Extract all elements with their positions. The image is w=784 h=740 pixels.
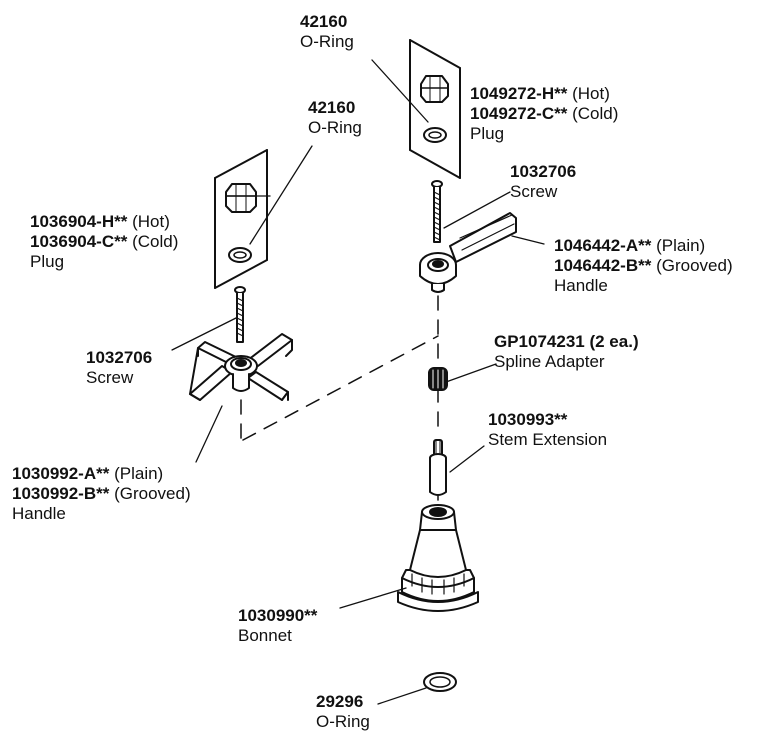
screw-left-icon [234, 286, 246, 343]
part-number: 1030990** [238, 606, 318, 625]
oring-top-icon [423, 127, 447, 143]
plug-left-icon [225, 183, 257, 213]
plug-panel-right [409, 39, 461, 179]
part-number-hot: 1036904-H** [30, 212, 128, 231]
part-description: Handle [554, 276, 608, 295]
part-number: 29296 [316, 692, 364, 711]
spline-adapter-icon [428, 367, 448, 391]
callout-handle-right: 1046442-A** (Plain) 1046442-B** (Grooved… [554, 236, 733, 296]
part-number-hot: 1049272-H** [470, 84, 568, 103]
bonnet-icon [397, 504, 479, 612]
plug-right-icon [420, 75, 449, 103]
callout-plug-right: 1049272-H** (Hot) 1049272-C** (Cold) Plu… [470, 84, 618, 144]
oring-bottom-icon [423, 672, 457, 692]
callout-oring-left: 42160 O-Ring [308, 98, 362, 138]
leader-lines [171, 59, 545, 705]
part-description: Spline Adapter [494, 352, 605, 371]
part-description: Plug [470, 124, 505, 143]
callout-oring-bottom: 29296 O-Ring [316, 692, 370, 732]
callout-handle-left: 1030992-A** (Plain) 1030992-B** (Grooved… [12, 464, 191, 524]
part-description: Screw [86, 368, 134, 387]
part-description: Screw [510, 182, 558, 201]
callout-bonnet: 1030990** Bonnet [238, 606, 317, 646]
part-description: Handle [12, 504, 66, 523]
variant-hot: (Hot) [132, 212, 170, 231]
part-number: GP1074231 (2 ea.) [494, 332, 639, 351]
variant-plain: (Plain) [114, 464, 164, 483]
part-description: O-Ring [300, 32, 354, 51]
part-description: Bonnet [238, 626, 292, 645]
callout-stem-extension: 1030993** Stem Extension [488, 410, 607, 450]
handle-left-icon [189, 333, 293, 401]
callout-screw-left: 1032706 Screw [86, 348, 152, 388]
part-number: 42160 [300, 12, 348, 31]
part-number: 1030993** [488, 410, 568, 429]
part-number-grooved: 1030992-B** [12, 484, 110, 503]
part-number-plain: 1046442-A** [554, 236, 652, 255]
part-number-plain: 1030992-A** [12, 464, 110, 483]
variant-plain: (Plain) [656, 236, 706, 255]
callout-screw-right: 1032706 Screw [510, 162, 576, 202]
callout-plug-left: 1036904-H** (Hot) 1036904-C** (Cold) Plu… [30, 212, 178, 272]
handle-right-icon [419, 212, 517, 293]
part-description: O-Ring [316, 712, 370, 731]
part-number: 42160 [308, 98, 356, 117]
variant-cold: (Cold) [572, 104, 619, 123]
part-description: O-Ring [308, 118, 362, 137]
callout-oring-top: 42160 O-Ring [300, 12, 354, 52]
callout-spline-adapter: GP1074231 (2 ea.) Spline Adapter [494, 332, 639, 372]
part-number: 1032706 [86, 348, 153, 367]
part-description: Stem Extension [488, 430, 608, 449]
part-number-cold: 1036904-C** [30, 232, 128, 251]
screw-right-icon [431, 180, 443, 243]
variant-grooved: (Grooved) [656, 256, 733, 275]
alignment-lines [240, 295, 439, 501]
variant-hot: (Hot) [572, 84, 610, 103]
stem-extension-icon [429, 439, 447, 496]
variant-grooved: (Grooved) [114, 484, 191, 503]
plug-panel-left [214, 149, 268, 289]
part-number-grooved: 1046442-B** [554, 256, 652, 275]
part-number-cold: 1049272-C** [470, 104, 568, 123]
variant-cold: (Cold) [132, 232, 179, 251]
part-description: Plug [30, 252, 65, 271]
oring-left-icon [228, 247, 252, 263]
part-number: 1032706 [510, 162, 577, 181]
